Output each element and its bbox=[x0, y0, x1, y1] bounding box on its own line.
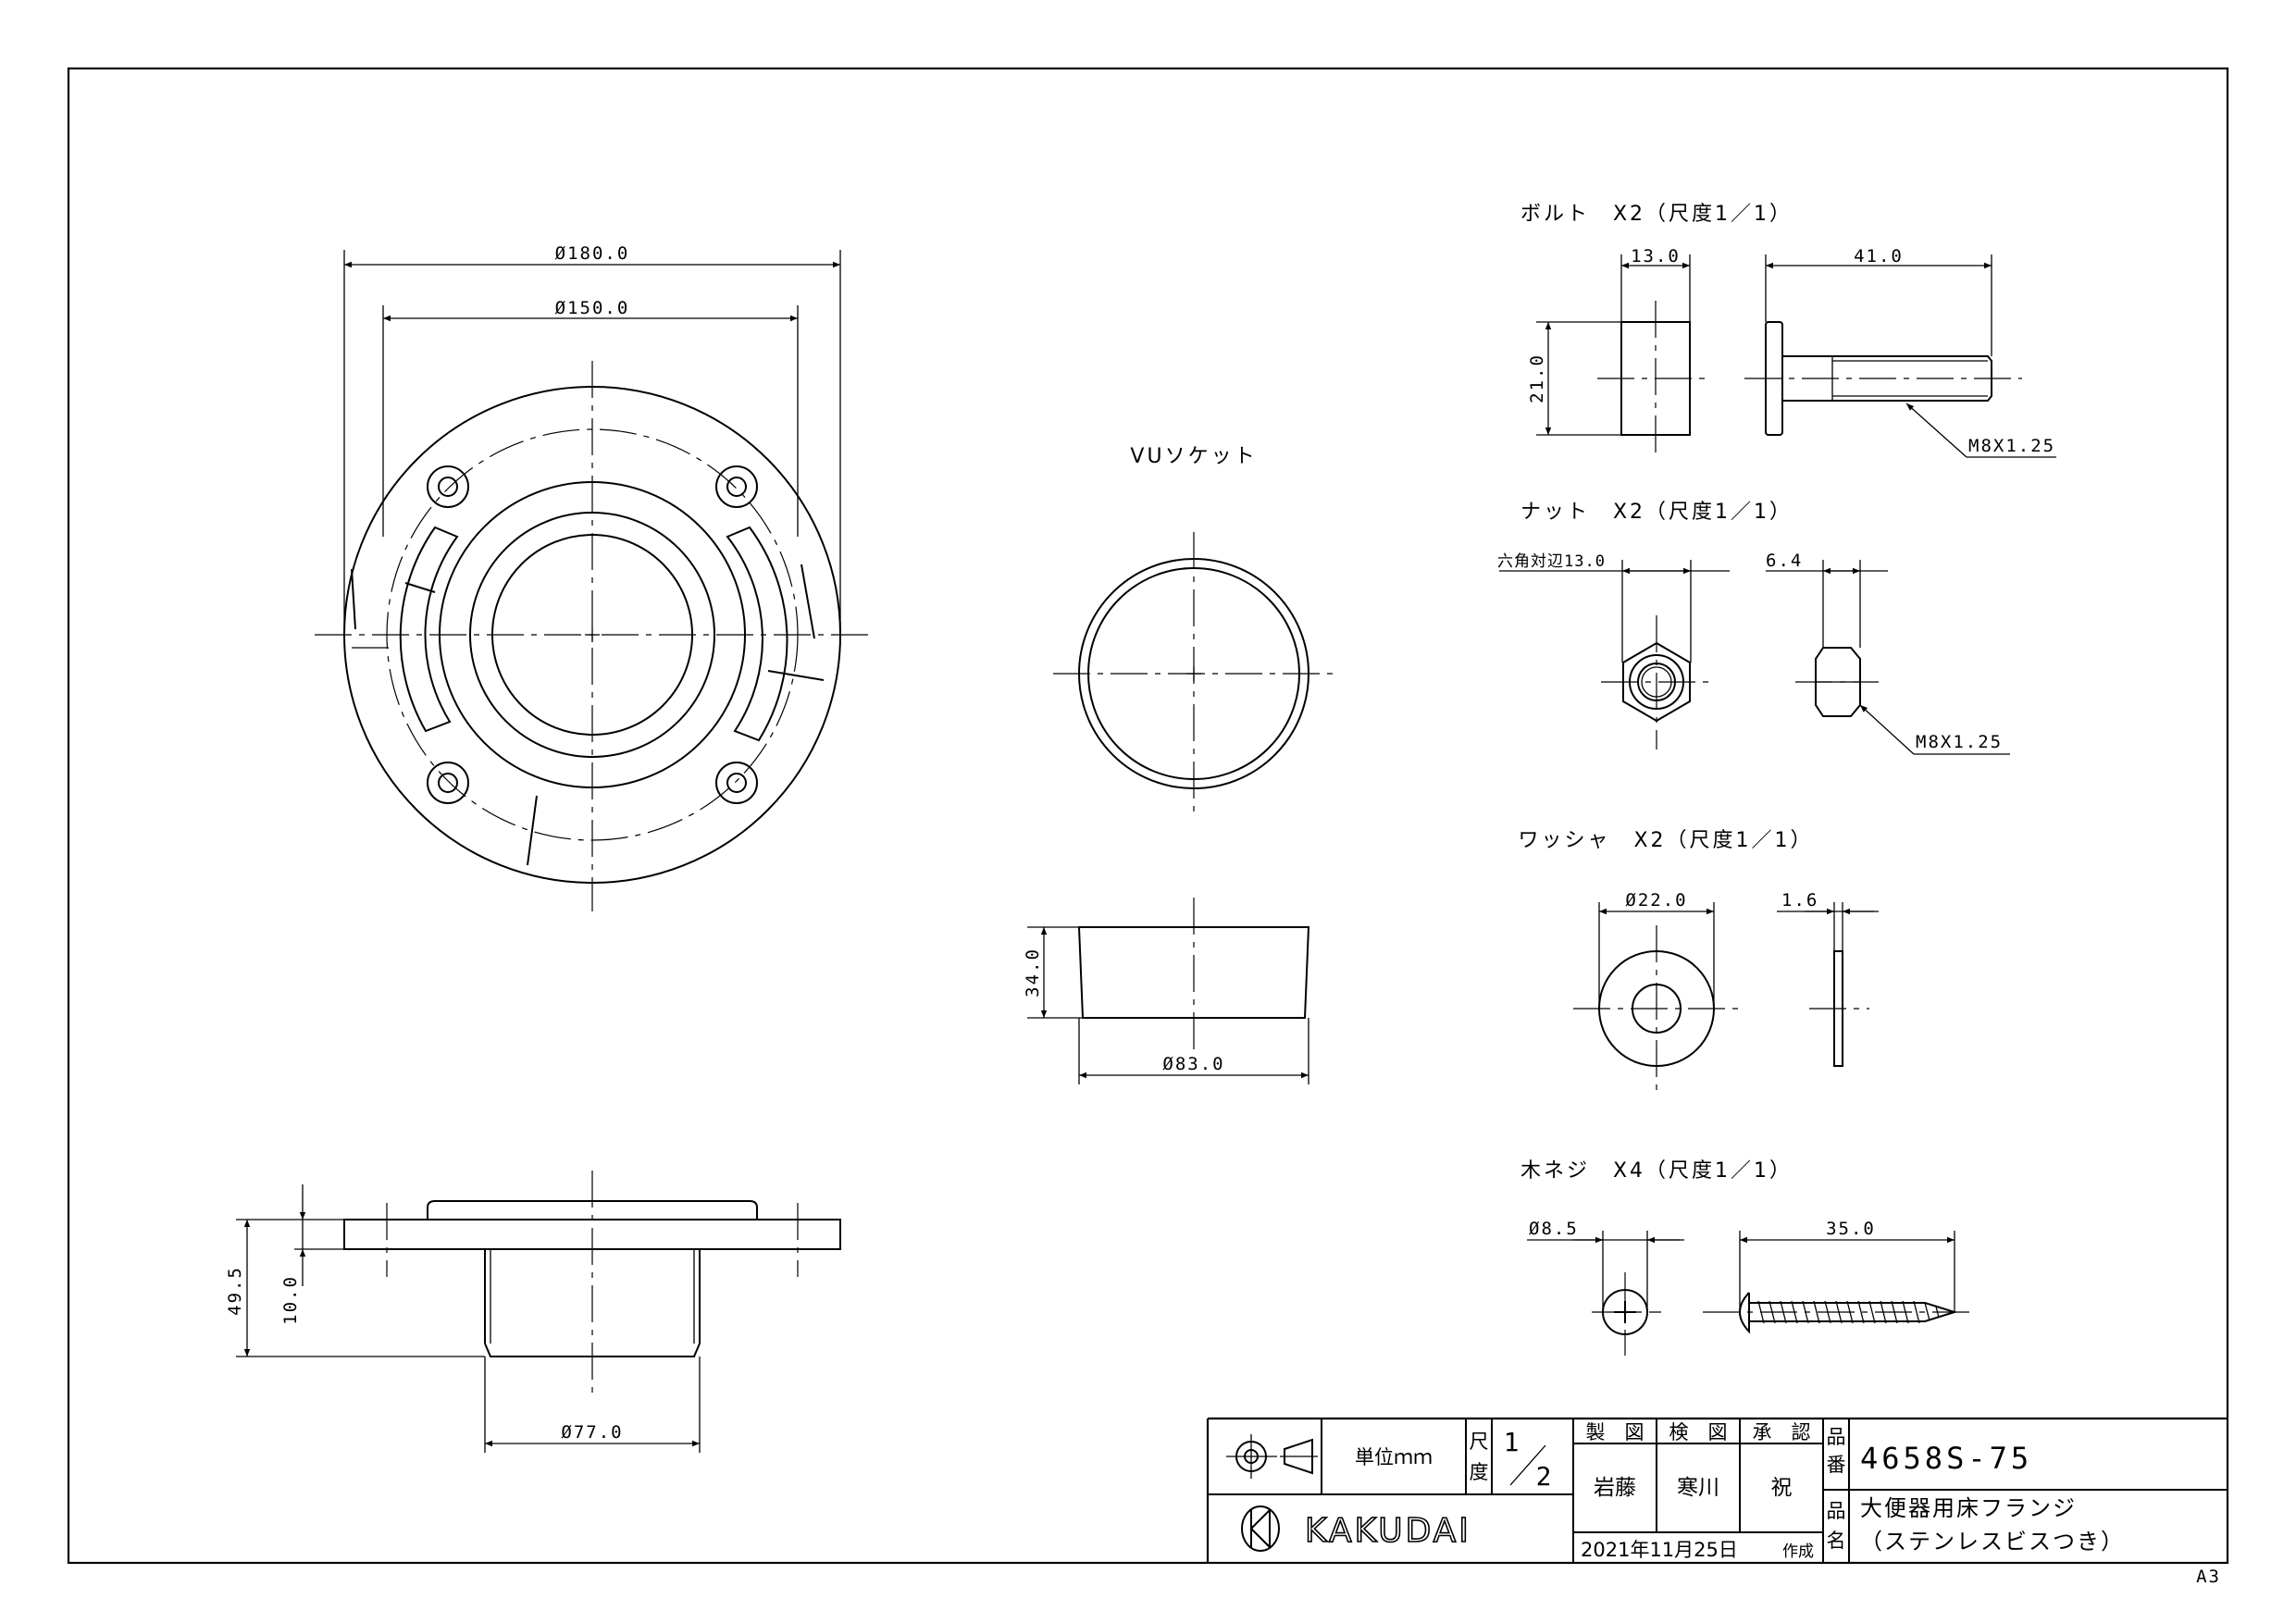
vu-socket-views: VUソケット 34.0 Ø83.0 bbox=[1023, 445, 1334, 1084]
nut-views: ナット X2（尺度1／1） 六角対辺13.0 6.4 M8X1.25 bbox=[1497, 501, 2010, 755]
dim-flange-outer: Ø180.0 bbox=[555, 243, 630, 264]
dim-bolt-head-width: 13.0 bbox=[1631, 246, 1681, 266]
screw-title: 木ネジ X4（尺度1／1） bbox=[1520, 1159, 1793, 1183]
dim-bolt-head-height: 21.0 bbox=[1527, 353, 1547, 403]
part-no-label-1: 品 bbox=[1827, 1426, 1846, 1448]
dim-nut-across-flats: 六角対辺13.0 bbox=[1497, 552, 1606, 571]
header-made: 製 図 bbox=[1586, 1421, 1644, 1443]
made-by: 岩藤 bbox=[1594, 1476, 1636, 1500]
name-label-2: 名 bbox=[1827, 1530, 1846, 1552]
screw-views: 木ネジ X4（尺度1／1） Ø8.5 35.0 bbox=[1520, 1159, 1971, 1356]
dim-washer-thickness: 1.6 bbox=[1781, 890, 1818, 911]
dim-flange-boltcircle: Ø150.0 bbox=[555, 298, 630, 318]
washer-views: ワッシャ X2（尺度1／1） Ø22.0 1.6 bbox=[1518, 829, 1879, 1092]
flange-side-view: 49.5 10.0 Ø77.0 bbox=[225, 1171, 841, 1453]
sheet-border bbox=[67, 67, 2229, 1565]
bolt-thread: M8X1.25 bbox=[1968, 436, 2055, 456]
product-name-line1: 大便器用床フランジ bbox=[1860, 1495, 2077, 1521]
bolt-views: ボルト X2（尺度1／1） 13.0 21.0 41.0 M8X1.25 bbox=[1520, 203, 2056, 458]
company-name: KAKUDAI bbox=[1305, 1512, 1471, 1550]
washer-title: ワッシャ X2（尺度1／1） bbox=[1518, 829, 1813, 852]
dim-nut-thickness: 6.4 bbox=[1766, 551, 1803, 571]
product-name-line2: （ステンレスビスつき） bbox=[1860, 1529, 2125, 1555]
projection-symbol-icon bbox=[1226, 1434, 1318, 1479]
dim-socket-height: 34.0 bbox=[1023, 948, 1043, 997]
dim-bolt-length: 41.0 bbox=[1854, 246, 1904, 266]
scale-label-2: 度 bbox=[1470, 1461, 1489, 1483]
checked-by: 寒川 bbox=[1677, 1476, 1719, 1500]
dim-flange-thickness: 10.0 bbox=[280, 1275, 301, 1325]
vu-socket-title: VUソケット bbox=[1130, 445, 1257, 468]
part-no-label-2: 番 bbox=[1827, 1454, 1846, 1476]
sheet-size: A3 bbox=[2196, 1567, 2221, 1587]
dim-screw-length: 35.0 bbox=[1826, 1219, 1876, 1239]
scale-numerator: 1 bbox=[1504, 1427, 1523, 1457]
nut-title: ナット X2（尺度1／1） bbox=[1520, 501, 1793, 524]
nut-thread: M8X1.25 bbox=[1916, 732, 2003, 752]
dim-screw-head: Ø8.5 bbox=[1529, 1219, 1579, 1239]
part-number: 4658S-75 bbox=[1860, 1441, 2032, 1476]
dim-socket-dia: Ø83.0 bbox=[1162, 1054, 1224, 1074]
header-checked: 検 図 bbox=[1669, 1421, 1728, 1443]
name-label-1: 品 bbox=[1827, 1500, 1846, 1522]
created-label: 作成 bbox=[1782, 1542, 1814, 1561]
scale-label-1: 尺 bbox=[1470, 1431, 1489, 1453]
scale-denominator: 2 bbox=[1536, 1461, 1556, 1492]
drawing-date: 2021年11月25日 bbox=[1581, 1539, 1738, 1561]
dim-washer-dia: Ø22.0 bbox=[1625, 890, 1687, 911]
flange-plan-view: Ø180.0 Ø150.0 bbox=[315, 243, 870, 911]
bolt-title: ボルト X2（尺度1／1） bbox=[1520, 203, 1793, 226]
dim-flange-height: 49.5 bbox=[225, 1266, 245, 1316]
dim-flange-spigot: Ø77.0 bbox=[561, 1422, 623, 1443]
kakudai-logo-icon bbox=[1241, 1505, 1280, 1552]
approved-by: 祝 bbox=[1771, 1476, 1793, 1500]
unit-label: 単位ｍｍ bbox=[1355, 1446, 1433, 1468]
title-block: 単位ｍｍ 尺 度 1 2 製 図 検 図 承 認 岩藤 寒川 祝 2021年11… bbox=[1206, 1417, 2228, 1563]
header-approved: 承 認 bbox=[1753, 1421, 1811, 1443]
